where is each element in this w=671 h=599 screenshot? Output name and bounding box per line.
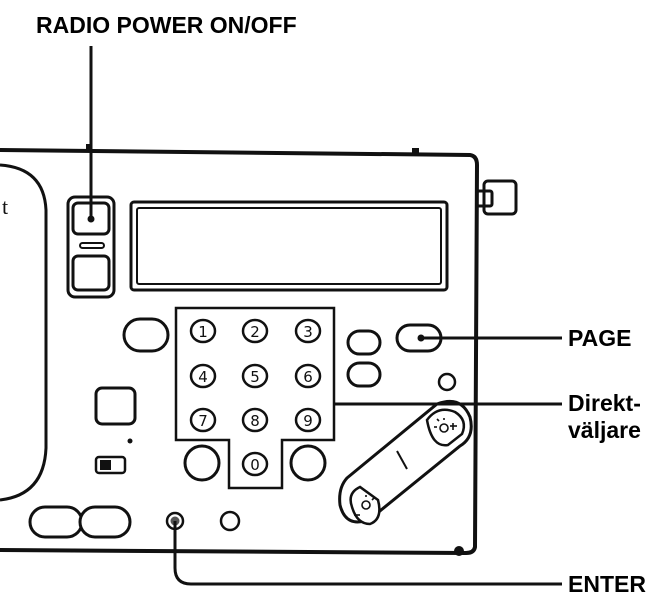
key-left-of-zero[interactable]	[183, 444, 221, 482]
keypad-key-1[interactable]: 1	[189, 318, 217, 344]
light-plus-button[interactable]	[425, 408, 466, 447]
svg-text:6: 6	[303, 368, 313, 386]
radio-power-label: RADIO POWER ON/OFF	[36, 12, 297, 38]
keypad-key-9[interactable]: 9	[294, 407, 322, 433]
svg-text:8: 8	[250, 412, 260, 430]
light-minus-button[interactable]	[349, 485, 381, 526]
small-bottom-button[interactable]	[219, 510, 241, 532]
pill-button-left[interactable]	[122, 317, 170, 353]
keypad-key-7[interactable]: 7	[189, 407, 217, 433]
keypad: 1 2 3 4 5 6 7 8 9 0	[189, 318, 322, 477]
backlight-rocker-divider	[396, 450, 408, 470]
enter-label: ENTER	[568, 571, 646, 597]
lcd-display	[129, 200, 449, 292]
svg-text:2: 2	[250, 323, 260, 341]
lower-power-button[interactable]	[71, 254, 111, 292]
light-minus-icon	[354, 495, 375, 516]
svg-text:7: 7	[198, 412, 208, 430]
keypad-key-8[interactable]: 8	[241, 407, 269, 433]
keypad-key-6[interactable]: 6	[294, 363, 322, 389]
pill-button-right-bottom[interactable]	[346, 361, 382, 388]
keypad-key-3[interactable]: 3	[294, 318, 322, 344]
light-plus-icon	[434, 418, 457, 433]
svg-text:5: 5	[250, 368, 260, 386]
key-right-of-zero[interactable]	[289, 444, 327, 482]
svg-text:1: 1	[198, 323, 208, 341]
slide-switch[interactable]	[94, 455, 127, 475]
svg-text:3: 3	[303, 323, 313, 341]
callout-lines	[89, 46, 562, 586]
keypad-frame	[174, 306, 336, 490]
keypad-key-4[interactable]: 4	[189, 363, 217, 389]
bottom-pill-button-right[interactable]	[78, 505, 132, 539]
device-body	[0, 144, 480, 556]
page-label: PAGE	[568, 325, 631, 351]
square-button[interactable]	[94, 386, 137, 426]
power-indicator	[79, 242, 105, 249]
keypad-key-5[interactable]: 5	[241, 363, 269, 389]
svg-text:9: 9	[303, 412, 313, 430]
svg-text:4: 4	[198, 368, 208, 386]
keypad-key-2[interactable]: 2	[241, 318, 269, 344]
keypad-key-0[interactable]: 0	[241, 451, 269, 477]
indicator-dot	[127, 438, 133, 444]
svg-text:0: 0	[250, 456, 260, 474]
side-connector	[475, 179, 518, 216]
bottom-pill-button-left[interactable]	[28, 505, 84, 539]
small-round-button[interactable]	[437, 372, 457, 392]
power-button-dot	[87, 215, 95, 223]
direkt-label-line1: Direkt-	[568, 390, 641, 416]
direkt-label-line2: väljare	[568, 417, 641, 443]
edge-text: t	[2, 194, 8, 219]
pill-button-right-top[interactable]	[346, 329, 382, 356]
